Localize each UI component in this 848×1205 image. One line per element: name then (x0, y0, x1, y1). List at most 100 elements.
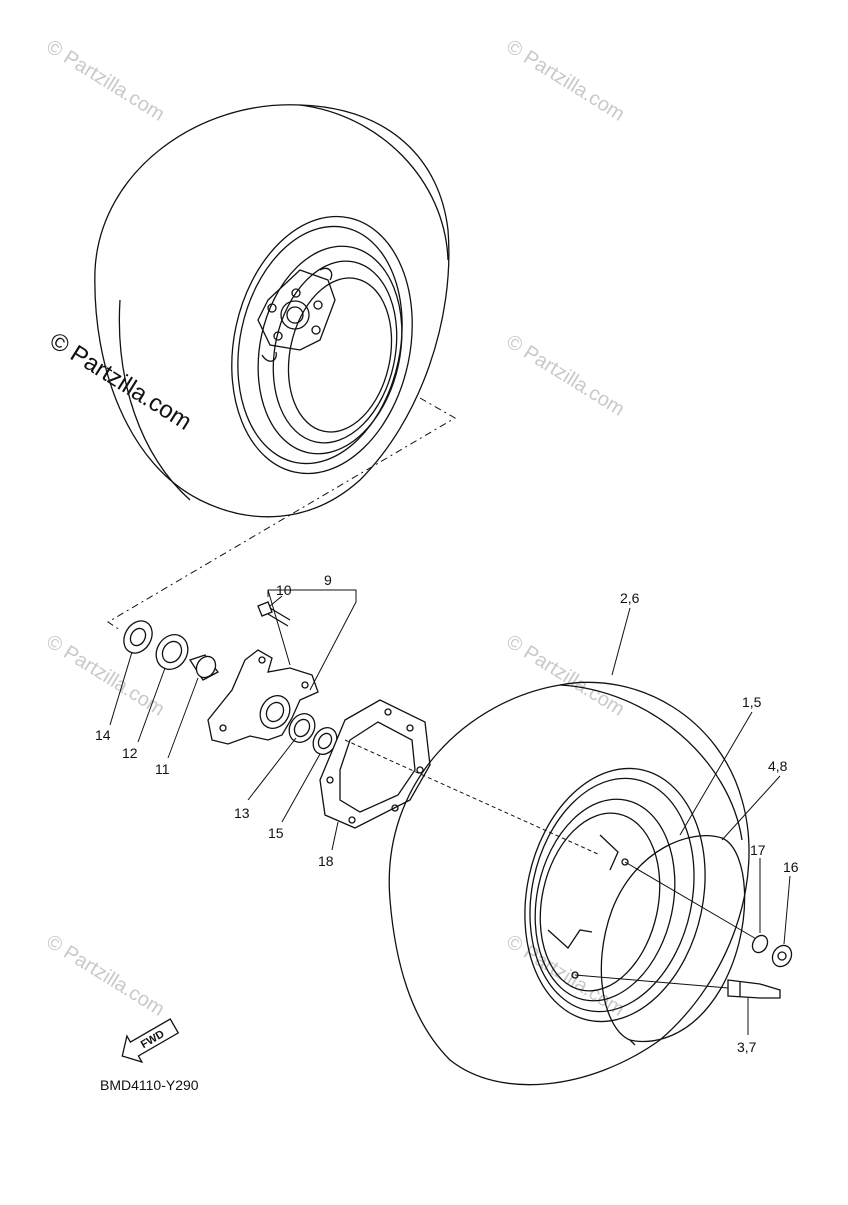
rim-inner-3 (287, 277, 393, 433)
tire-sidewall-line (118, 299, 191, 501)
watermark: © Partzilla.com (42, 36, 168, 126)
leader-9b (267, 589, 291, 666)
oil-seal-14-inner (129, 627, 147, 647)
oil-seal-14 (123, 620, 153, 654)
rim-tab (599, 834, 619, 871)
callout-15: 15 (268, 825, 284, 841)
nut-16 (771, 944, 793, 968)
valve-parts (574, 861, 793, 999)
brake-disc-hole (384, 708, 392, 716)
rim-outer (524, 767, 706, 1023)
oil-seal-15-inner (317, 732, 333, 750)
rim-tab (547, 929, 593, 949)
brake-disc-hole (391, 804, 399, 812)
rim-outer (231, 215, 413, 475)
callout-9: 9 (324, 572, 332, 588)
top-hub-stud (273, 331, 283, 341)
beadlock-ring-edge (629, 1039, 636, 1046)
lower-wheel (388, 681, 750, 1086)
leader-15 (281, 753, 321, 823)
callout-4-8: 4,8 (768, 758, 788, 774)
top-hub-stud (291, 288, 301, 298)
top-hub-bore-inner (286, 306, 304, 324)
callout-17: 17 (750, 842, 766, 858)
callout-13: 13 (234, 805, 250, 821)
beadlock-ring (600, 835, 746, 1043)
top-hub-stud (313, 300, 323, 310)
watermarks: © Partzilla.com © Partzilla.com © Partzi… (42, 36, 628, 1021)
leader-11 (167, 677, 199, 759)
leader-12 (137, 667, 166, 743)
brake-disc-hole (348, 816, 356, 824)
watermark: © Partzilla.com (502, 631, 628, 721)
leader-1-5 (679, 711, 753, 836)
tire-tread-line (559, 684, 743, 841)
top-wheel (94, 104, 450, 518)
hub-9-bore (259, 695, 291, 729)
valve-stem-3 (727, 979, 781, 999)
tire-outline (94, 104, 450, 518)
valve-hole (621, 858, 629, 866)
fwd-arrow-icon (121, 1018, 180, 1064)
callout-16: 16 (783, 859, 799, 875)
leader-2-6 (611, 607, 631, 676)
callout-10: 10 (276, 582, 292, 598)
tire-tread-line (299, 104, 449, 261)
brake-disc-hole (406, 724, 414, 732)
leader-10 (269, 595, 283, 607)
brake-disc-hole (326, 776, 334, 784)
callout-3-7: 3,7 (737, 1039, 757, 1055)
top-hub-spoke (261, 351, 277, 362)
hub-9-bore-inner (265, 701, 285, 723)
callout-18: 18 (318, 853, 334, 869)
callout-11: 11 (155, 761, 170, 777)
assembly-reference-line (107, 397, 456, 631)
diagram-code: BMD4110-Y290 (100, 1077, 199, 1093)
top-hub-bore (280, 300, 310, 330)
watermark: © Partzilla.com (42, 931, 168, 1021)
rim-inner-1 (257, 245, 403, 455)
leader-18 (331, 821, 339, 851)
hub-9-hole (219, 724, 227, 732)
tire-outline (388, 681, 750, 1086)
spacer-11-end (195, 655, 217, 679)
leader-14 (109, 651, 133, 726)
washer-17 (751, 934, 769, 954)
brake-disc-18-inner (339, 721, 416, 813)
hub-exploded (123, 601, 431, 829)
callout-leaders (109, 589, 791, 1035)
watermark: © Partzilla.com (502, 331, 628, 421)
bolt-10-head (257, 601, 273, 617)
callout-2-6: 2,6 (620, 590, 640, 606)
washer-leader (624, 861, 759, 941)
rim-inner-2 (539, 812, 661, 992)
top-hub-spoke (319, 267, 333, 281)
leader-16 (783, 875, 791, 945)
rim-outer-2 (237, 225, 403, 465)
hub-9 (207, 649, 319, 745)
bearing-12 (155, 634, 189, 670)
top-hub-stud (311, 325, 321, 335)
assembly-center-line (344, 739, 601, 856)
rim-outer-2 (529, 777, 695, 1013)
callouts: 9 10 2,6 1,5 4,8 17 16 3,7 14 12 11 13 1… (95, 572, 799, 1055)
leader-9 (267, 589, 357, 691)
watermark: © Partzilla.com (502, 36, 628, 126)
callout-12: 12 (122, 745, 138, 761)
valve-leader (574, 974, 729, 989)
bearing-12-inner (161, 640, 183, 664)
nut-16-inner (777, 951, 787, 961)
callout-1-5: 1,5 (742, 694, 762, 710)
hub-9-hole (258, 656, 266, 664)
bearing-13 (288, 713, 316, 743)
rim-inner-1 (534, 798, 676, 1002)
hub-9-hole (301, 681, 309, 689)
fwd-arrow: FWD (121, 1018, 180, 1064)
brake-disc-18 (319, 699, 431, 829)
brake-disc-hole (416, 766, 424, 774)
callout-14: 14 (95, 727, 111, 743)
top-hub-stud (267, 303, 277, 313)
bearing-13-inner (293, 718, 311, 738)
